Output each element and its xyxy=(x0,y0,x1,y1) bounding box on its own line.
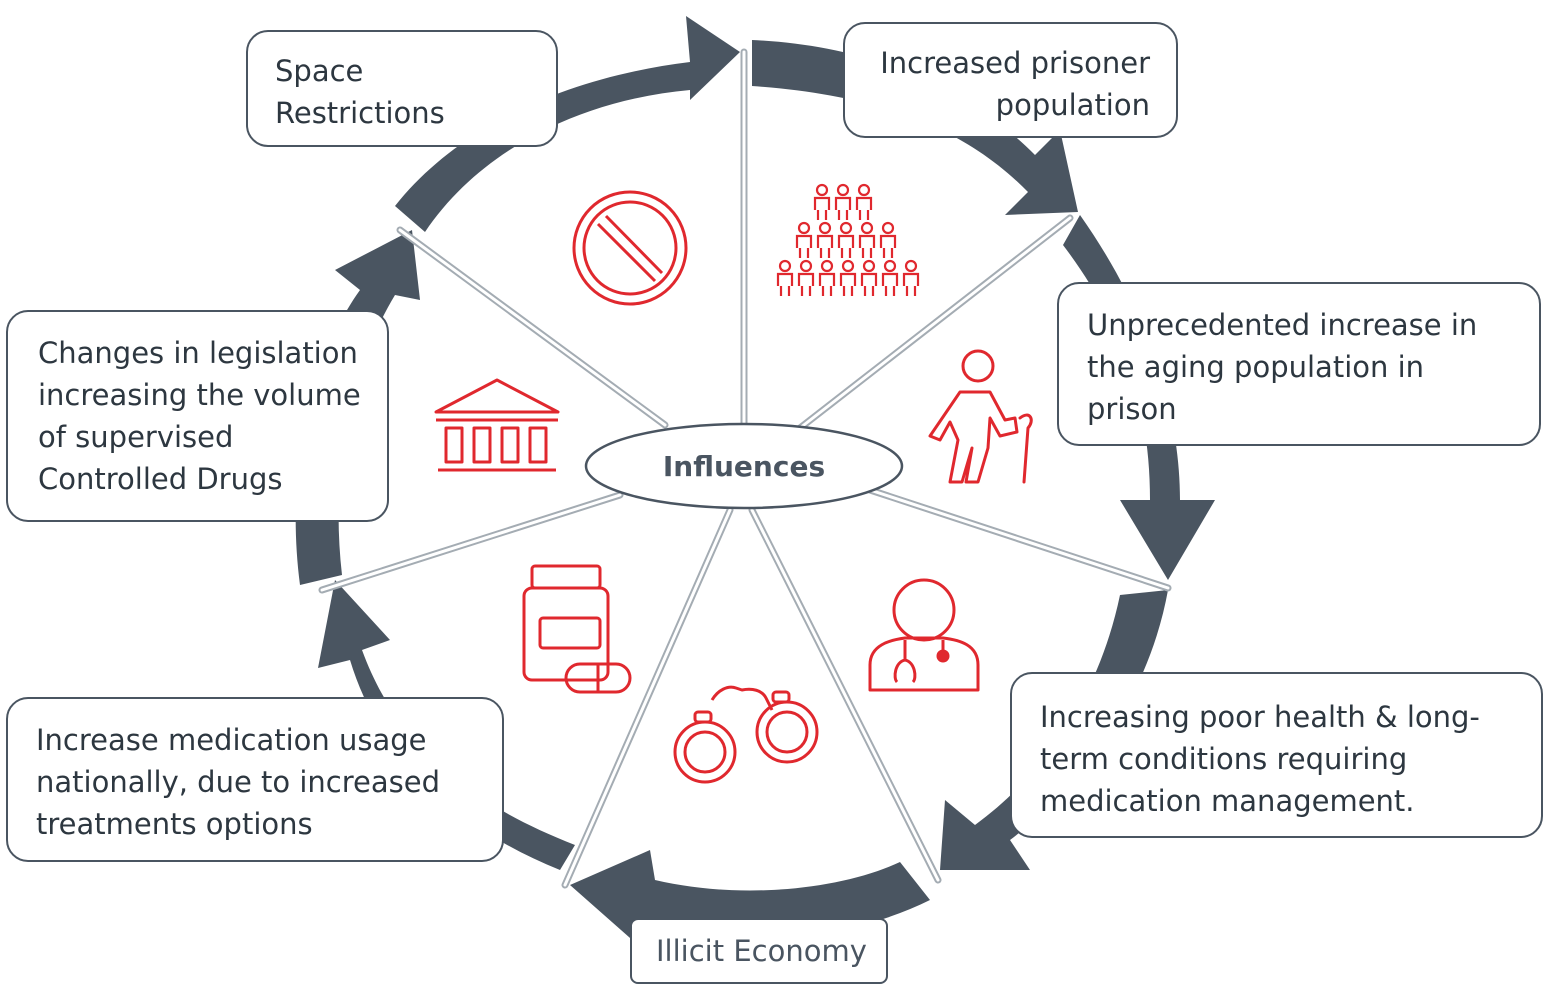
crowd-person-icon xyxy=(837,221,855,258)
node-medication-usage: Increase medication usage nationally, du… xyxy=(6,697,504,862)
node-label-line: the aging population in xyxy=(1087,350,1425,384)
crowd-person-icon xyxy=(839,259,857,296)
node-label-line: treatments options xyxy=(36,807,313,841)
spokes-inner xyxy=(320,50,1170,887)
node-label-line: Increased prisoner xyxy=(880,46,1150,80)
node-label-line: of supervised xyxy=(38,420,234,454)
node-label-line: prison xyxy=(1087,392,1177,426)
cycle-arrow-left-lower xyxy=(318,580,575,870)
node-illicit-economy: Illicit Economy xyxy=(630,918,888,984)
node-increased-prisoner-population: Increased prisoner population xyxy=(843,22,1178,138)
crowd-person-icon xyxy=(795,221,813,258)
crowd-person-icon xyxy=(818,259,836,296)
center-label: Influences xyxy=(662,449,826,483)
cycle-arrow-top-right xyxy=(752,40,1078,215)
crowd-person-icon xyxy=(776,259,794,296)
crowd-person-icon xyxy=(860,259,878,296)
node-legislation-changes: Changes in legislation increasing the vo… xyxy=(6,310,389,522)
node-label-line: Changes in legislation xyxy=(38,336,358,370)
node-aging-population: Unprecedented increase in the aging popu… xyxy=(1057,282,1541,446)
cycle-arrow-top xyxy=(395,16,740,232)
node-label-line: Unprecedented increase in xyxy=(1087,308,1478,342)
node-label-line: Space xyxy=(275,54,364,88)
crowd-person-icon xyxy=(813,183,831,220)
crowd-person-icon xyxy=(797,259,815,296)
node-label-line: Restrictions xyxy=(275,96,445,130)
node-label-line: Illicit Economy xyxy=(656,934,867,968)
crowd-person-icon xyxy=(881,259,899,296)
node-space-restrictions: Space Restrictions xyxy=(246,30,558,147)
node-label-line: Increase medication usage xyxy=(36,723,427,757)
crowd-person-icon xyxy=(816,221,834,258)
node-label-line: term conditions requiring xyxy=(1040,742,1408,776)
government-building-icon xyxy=(434,378,560,472)
node-label-line: Increasing poor health & long- xyxy=(1040,700,1480,734)
node-label-line: Controlled Drugs xyxy=(38,462,283,496)
medicine-bottle-icon xyxy=(522,564,632,694)
node-label-line: medication management. xyxy=(1040,784,1415,818)
handcuffs-icon xyxy=(673,685,819,784)
crowd-person-icon xyxy=(855,183,873,220)
center-ellipse xyxy=(584,422,904,510)
node-poor-health: Increasing poor health & long- term cond… xyxy=(1010,672,1543,838)
node-label-line: nationally, due to increased xyxy=(36,765,441,799)
cycle-arrow-right-lower xyxy=(940,590,1168,870)
crowd-person-icon xyxy=(879,221,897,258)
no-entry-icon xyxy=(572,190,688,306)
crowd-person-icon xyxy=(834,183,852,220)
crowd-person-icon xyxy=(858,221,876,258)
crowd-icon xyxy=(776,183,920,296)
elderly-person-icon xyxy=(928,349,1033,484)
doctor-icon xyxy=(868,578,980,692)
node-label-line: population xyxy=(995,88,1150,122)
node-label-line: increasing the volume xyxy=(38,378,361,412)
crowd-person-icon xyxy=(902,259,920,296)
